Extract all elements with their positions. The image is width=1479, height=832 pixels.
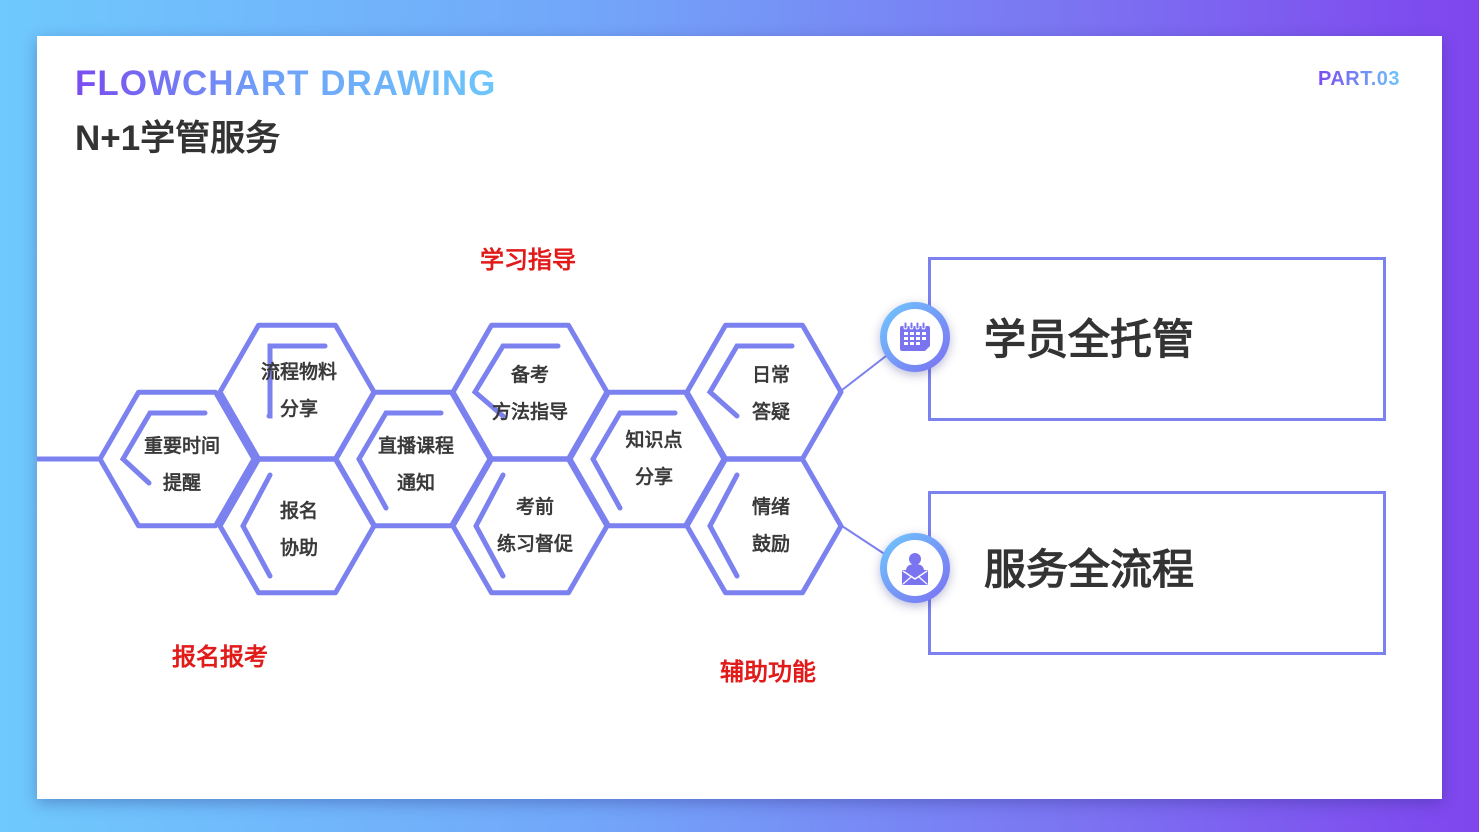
hex-label-line: 协助	[279, 538, 318, 559]
outcome-label-full-process: 服务全流程	[984, 546, 1195, 593]
hex-label-line: 分享	[279, 399, 318, 420]
calendar-badge	[880, 302, 950, 372]
user-mail-badge	[880, 533, 950, 603]
hex-accents	[119, 343, 795, 579]
outcome-label-full-care: 学员全托管	[984, 316, 1195, 363]
hex-materials-sharing: 流程物料 分享	[229, 354, 369, 428]
hex-label-line: 方法指导	[491, 402, 568, 423]
hex-exam-prep-methods: 备考 方法指导	[460, 357, 600, 431]
hex-knowledge-sharing: 知识点 分享	[584, 422, 724, 496]
hex-label-line: 鼓励	[751, 534, 790, 555]
hex-label-line: 备考	[510, 365, 549, 386]
hex-label-line: 报名	[279, 501, 318, 522]
category-support: 辅助功能	[720, 659, 816, 686]
hex-registration-help: 报名 协助	[229, 493, 369, 567]
hex-label-line: 练习督促	[496, 534, 573, 555]
hex-label-line: 分享	[634, 467, 673, 488]
outcome-box-full-process	[928, 491, 1386, 655]
hex-live-class-notice: 直播课程 通知	[346, 428, 486, 502]
hex-label-line: 知识点	[625, 430, 683, 451]
part-number: PART.03	[1318, 68, 1401, 90]
page-title: N+1学管服务	[75, 119, 281, 158]
category-registration: 报名报考	[172, 644, 268, 671]
hex-important-dates: 重要时间 提醒	[112, 428, 252, 502]
hex-daily-qa: 日常 答疑	[701, 357, 841, 431]
connector-line-bottom	[841, 525, 887, 556]
hex-label-line: 情绪	[751, 497, 790, 518]
hex-label-line: 考前	[515, 497, 554, 518]
hex-label-line: 答疑	[751, 402, 790, 423]
eyebrow-heading: FLOWCHART DRAWING	[75, 64, 497, 103]
hex-label-line: 提醒	[162, 473, 201, 494]
hex-label-line: 流程物料	[260, 362, 337, 383]
hex-label-line: 重要时间	[143, 436, 220, 457]
hex-label-line: 通知	[396, 473, 435, 494]
hex-label-line: 直播课程	[377, 436, 454, 457]
connector-line-top	[841, 355, 887, 391]
calendar-icon	[900, 322, 930, 351]
hex-encouragement: 情绪 鼓励	[701, 489, 841, 563]
hex-label-line: 日常	[751, 365, 790, 386]
outcome-box-full-care	[928, 257, 1386, 421]
category-study-guidance: 学习指导	[480, 247, 576, 274]
hex-pre-exam-practice: 考前 练习督促	[465, 489, 605, 563]
user-mail-icon	[902, 553, 928, 585]
